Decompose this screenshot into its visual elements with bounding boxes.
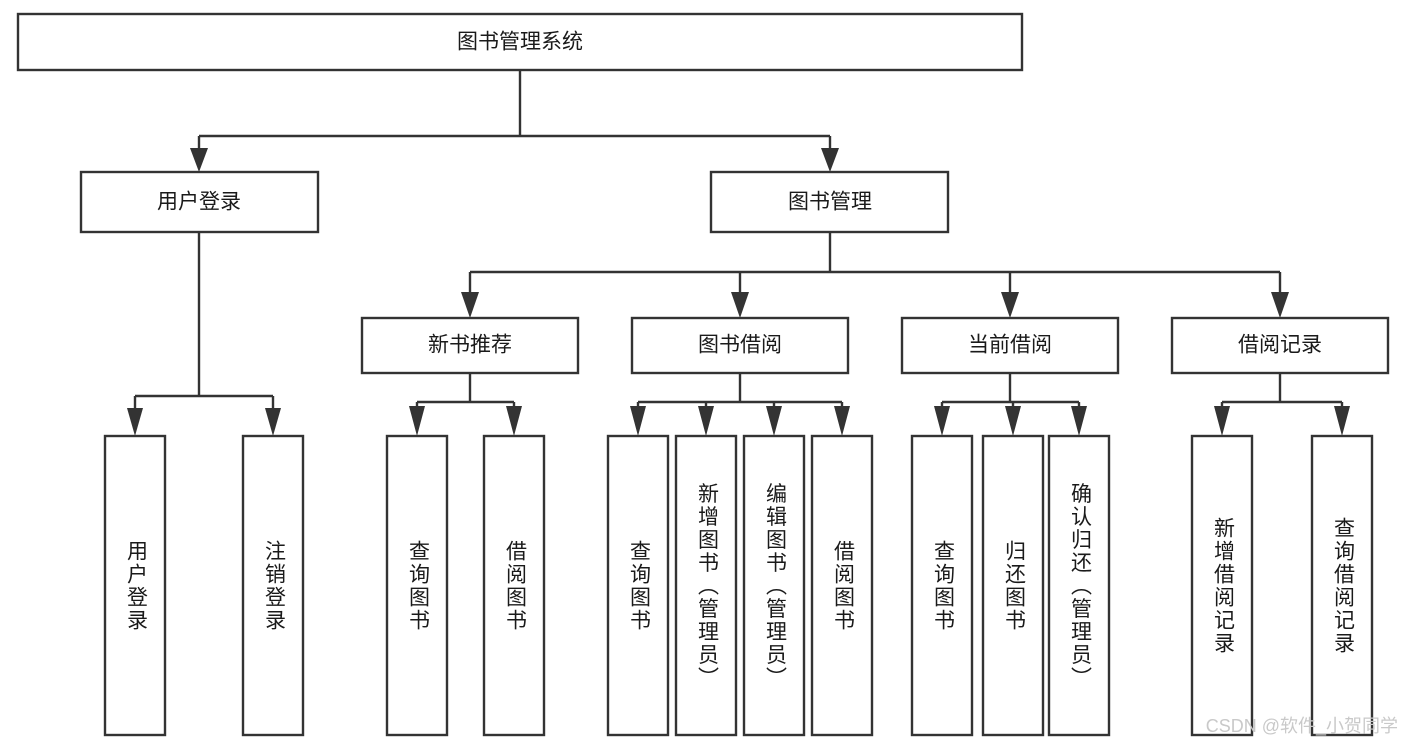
leaf-borrow-book-bb[interactable]: 借阅图书 <box>810 434 874 737</box>
leaf-borrow-book-bb-label: 借阅图书 <box>831 540 855 632</box>
node-current-borrow-box[interactable] <box>900 316 1120 375</box>
leaf-query-book-bb[interactable]: 查询图书 <box>606 434 670 737</box>
node-new-book-recommend-label: 新书推荐 <box>428 334 512 357</box>
leaf-user-login-label: 用户登录 <box>124 540 148 632</box>
leaf-add-book-admin-label: 新增图书（管理员） <box>695 483 719 690</box>
node-borrow-record-box[interactable] <box>1170 316 1390 375</box>
node-current-borrow[interactable]: 当前借阅 <box>900 316 1120 375</box>
leaf-add-book-admin[interactable]: 新增图书（管理员） <box>674 434 738 737</box>
leaf-query-book-bb-box[interactable] <box>606 434 670 737</box>
leaf-user-login-box[interactable] <box>103 434 167 737</box>
node-user-login-box[interactable] <box>79 170 320 234</box>
leaf-borrow-book-bb-box[interactable] <box>810 434 874 737</box>
node-root[interactable]: 图书管理系统 <box>16 12 1024 72</box>
leaf-confirm-return-admin[interactable]: 确认归还（管理员） <box>1047 434 1111 737</box>
leaf-query-book-nbr[interactable]: 查询图书 <box>385 434 449 737</box>
arrow-head-book-borrow <box>731 292 749 318</box>
arrow-head-leaf-logout <box>265 408 281 436</box>
node-book-borrow-label: 图书借阅 <box>698 334 782 357</box>
leaf-logout[interactable]: 注销登录 <box>241 434 305 737</box>
leaf-edit-book-admin[interactable]: 编辑图书（管理员） <box>742 434 806 737</box>
leaf-query-borrow-record-box[interactable] <box>1310 434 1374 737</box>
leaf-add-book-admin-box[interactable] <box>674 434 738 737</box>
arrow-head-borrow-record <box>1271 292 1289 318</box>
leaf-query-book-cb-label: 查询图书 <box>931 540 955 632</box>
arrow-head-br-leaf-2 <box>1334 406 1350 436</box>
node-book-borrow[interactable]: 图书借阅 <box>630 316 850 375</box>
node-root-label: 图书管理系统 <box>457 31 583 54</box>
leaf-borrow-book-nbr-label: 借阅图书 <box>503 540 527 632</box>
leaf-return-book-label: 归还图书 <box>1002 540 1026 632</box>
arrow-head-new-book-rec <box>461 292 479 318</box>
leaf-borrow-book-nbr[interactable]: 借阅图书 <box>482 434 546 737</box>
leaf-query-borrow-record[interactable]: 查询借阅记录 <box>1310 434 1374 737</box>
leaf-return-book-box[interactable] <box>981 434 1045 737</box>
arrow-head-cb-leaf-3 <box>1071 406 1087 436</box>
leaf-add-borrow-record-label: 新增借阅记录 <box>1211 517 1235 655</box>
leaf-user-login[interactable]: 用户登录 <box>103 434 167 737</box>
leaf-logout-box[interactable] <box>241 434 305 737</box>
arrow-head-nbr-leaf-2 <box>506 406 522 436</box>
node-new-book-recommend[interactable]: 新书推荐 <box>360 316 580 375</box>
node-root-box[interactable] <box>16 12 1024 72</box>
node-book-management-box[interactable] <box>709 170 950 234</box>
node-book-management[interactable]: 图书管理 <box>709 170 950 234</box>
arrow-head-br-leaf-1 <box>1214 406 1230 436</box>
leaf-add-borrow-record-box[interactable] <box>1190 434 1254 737</box>
connectors-layer <box>127 70 1350 436</box>
node-book-borrow-box[interactable] <box>630 316 850 375</box>
node-user-login[interactable]: 用户登录 <box>79 170 320 234</box>
leaf-query-borrow-record-label: 查询借阅记录 <box>1331 517 1355 655</box>
arrow-head-book-manage <box>821 148 839 172</box>
node-borrow-record[interactable]: 借阅记录 <box>1170 316 1390 375</box>
arrow-head-cb-leaf-2 <box>1005 406 1021 436</box>
leaf-confirm-return-admin-box[interactable] <box>1047 434 1111 737</box>
csdn-watermark: CSDN @软件_小贺同学 <box>1206 716 1398 737</box>
leaf-query-book-cb-box[interactable] <box>910 434 974 737</box>
leaf-confirm-return-admin-label: 确认归还（管理员） <box>1068 483 1092 690</box>
arrow-head-bb-leaf-4 <box>834 406 850 436</box>
arrow-head-leaf-user-login <box>127 408 143 436</box>
leaf-query-book-cb[interactable]: 查询图书 <box>910 434 974 737</box>
leaf-query-book-bb-label: 查询图书 <box>627 540 651 632</box>
node-current-borrow-label: 当前借阅 <box>968 334 1052 357</box>
leaf-edit-book-admin-label: 编辑图书（管理员） <box>763 483 787 690</box>
arrow-head-user-login <box>190 148 208 172</box>
leaf-return-book[interactable]: 归还图书 <box>981 434 1045 737</box>
leaf-query-book-nbr-box[interactable] <box>385 434 449 737</box>
leaf-borrow-book-nbr-box[interactable] <box>482 434 546 737</box>
node-book-management-label: 图书管理 <box>788 191 872 214</box>
leaf-edit-book-admin-box[interactable] <box>742 434 806 737</box>
node-borrow-record-label: 借阅记录 <box>1238 334 1322 357</box>
arrow-head-bb-leaf-1 <box>630 406 646 436</box>
arrow-head-current-borrow <box>1001 292 1019 318</box>
arrow-head-cb-leaf-1 <box>934 406 950 436</box>
arrow-head-bb-leaf-3 <box>766 406 782 436</box>
node-user-login-label: 用户登录 <box>157 191 241 214</box>
leaf-logout-label: 注销登录 <box>262 540 286 632</box>
arrow-head-bb-leaf-2 <box>698 406 714 436</box>
arrow-head-nbr-leaf-1 <box>409 406 425 436</box>
leaf-add-borrow-record[interactable]: 新增借阅记录 <box>1190 434 1254 737</box>
node-new-book-recommend-box[interactable] <box>360 316 580 375</box>
leaf-query-book-nbr-label: 查询图书 <box>406 540 430 632</box>
